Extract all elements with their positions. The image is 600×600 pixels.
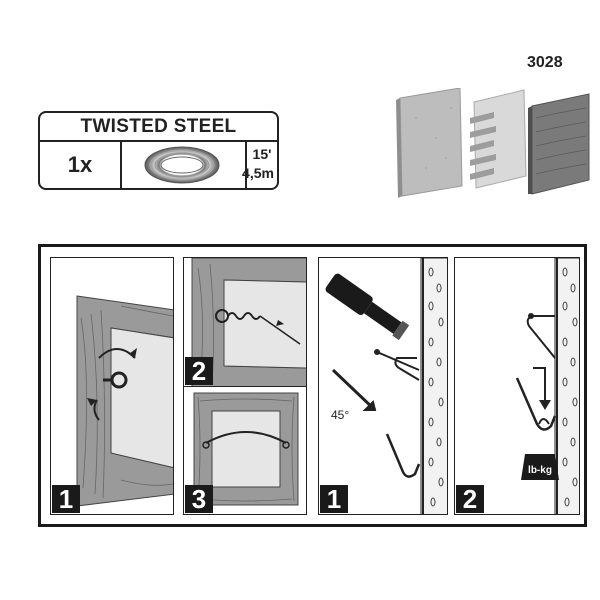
hang-weight-icon: lb-kg <box>515 258 579 514</box>
spec-quantity: 1x <box>40 140 122 188</box>
wire-coil-icon <box>120 140 247 188</box>
length-metric: 4,5m <box>242 165 274 181</box>
length-imperial: 15' <box>252 146 272 162</box>
step-panel-screw-eye: 1 <box>50 257 174 515</box>
wood-panel-icon <box>528 93 590 195</box>
step-number: 2 <box>185 357 213 385</box>
plaster-panel-icon <box>470 89 527 189</box>
product-code: 3028 <box>527 54 563 71</box>
spec-length: 15' 4,5m <box>242 141 277 188</box>
hammer-hook-icon <box>325 258 447 514</box>
instructions-panel: 1 2 3 <box>38 244 587 527</box>
step-panel-hammer-hook: 45° 1 <box>318 257 448 515</box>
drywall-panel-icon <box>396 87 463 198</box>
step-panel-wire-twist: 2 <box>183 257 307 387</box>
step-number: 3 <box>185 485 213 513</box>
step-number: 1 <box>52 485 80 513</box>
step-number: 1 <box>320 485 348 513</box>
angle-label: 45° <box>331 408 350 422</box>
step-panel-wire-frame: 3 <box>183 387 307 515</box>
material-panels <box>396 87 591 198</box>
spec-box: TWISTED STEEL 1x 15' 4,5m <box>38 111 279 190</box>
spec-title: TWISTED STEEL <box>40 113 277 142</box>
screw-eye-rotation-icon <box>76 295 173 507</box>
wire-twist-icon <box>191 258 306 386</box>
weight-label: lb-kg <box>528 465 552 476</box>
step-number: 2 <box>456 485 484 513</box>
step-panel-hang-weight: lb-kg 2 <box>454 257 580 515</box>
